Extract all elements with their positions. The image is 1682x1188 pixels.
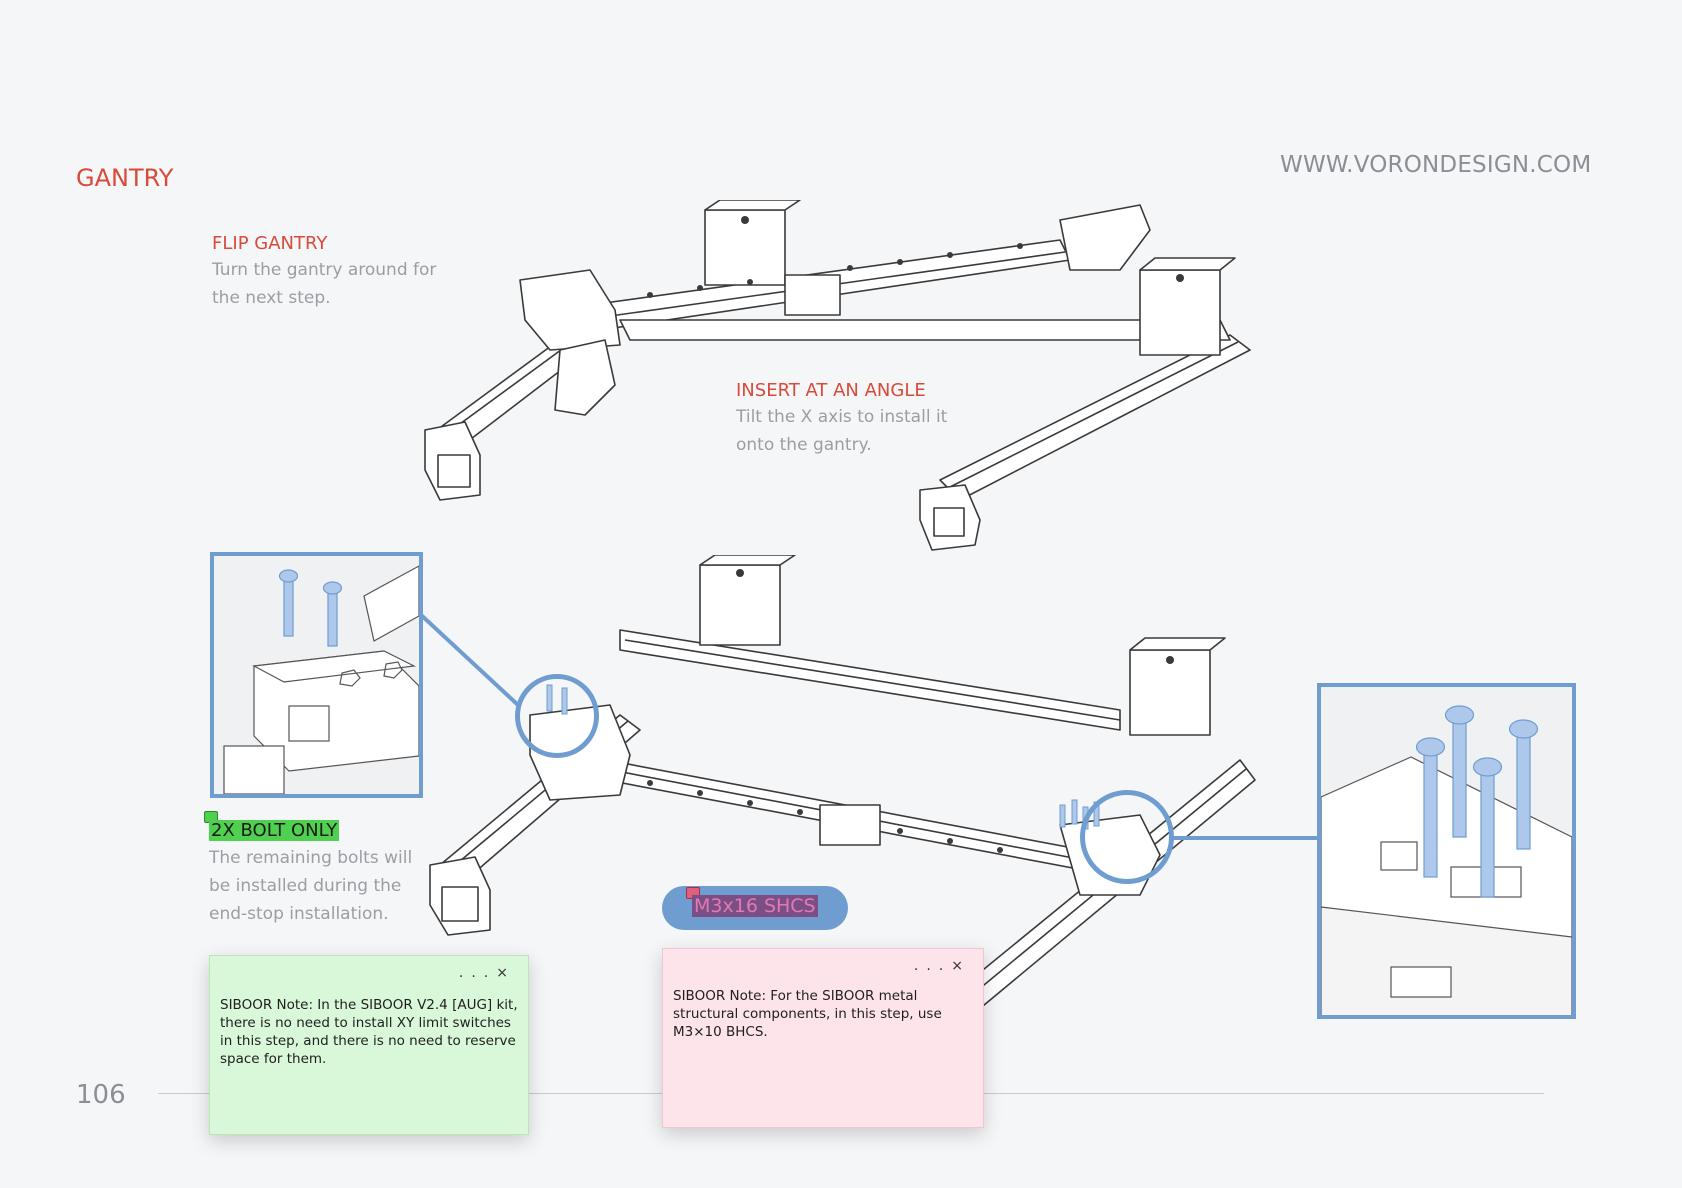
site-url: WWW.VORONDESIGN.COM	[1280, 152, 1592, 178]
step-insert-body: Tilt the X axis to install it onto the g…	[736, 403, 947, 459]
step-flip-line-2: the next step.	[212, 288, 331, 308]
step-bolt-line-2: be installed during the	[209, 876, 402, 896]
note-pink-close-icon[interactable]: ×	[951, 958, 971, 974]
sticky-note-pink[interactable]: ...× SIBOOR Note: For the SIBOOR metal s…	[662, 948, 984, 1128]
step-flip-body: Turn the gantry around for the next step…	[212, 256, 436, 312]
zoom-left-illustration	[223, 565, 419, 794]
step-bolt-line-1: The remaining bolts will	[209, 848, 413, 868]
step-bolt-body: The remaining bolts will be installed du…	[209, 844, 412, 928]
callout-ring-left	[515, 674, 599, 758]
sticky-note-green[interactable]: ...× SIBOOR Note: In the SIBOOR V2.4 [AU…	[209, 955, 529, 1135]
step-insert-line-1: Tilt the X axis to install it	[736, 407, 948, 427]
step-bolt-line-3: end-stop installation.	[209, 904, 389, 924]
page-number: 106	[76, 1080, 126, 1110]
step-flip-heading: FLIP GANTRY	[212, 233, 328, 254]
note-green-controls: ...×	[459, 964, 516, 982]
note-pink-controls: ...×	[914, 957, 971, 975]
section-title: GANTRY	[76, 164, 174, 192]
hardware-label[interactable]: M3x16 SHCS	[692, 895, 818, 917]
step-bolt-heading: 2X BOLT ONLY	[209, 820, 340, 841]
gantry-flipped-illustration	[424, 200, 1251, 551]
step-insert-heading: INSERT AT AN ANGLE	[736, 380, 926, 401]
note-green-menu-icon[interactable]: ...	[458, 965, 497, 981]
step-flip-line-1: Turn the gantry around for	[212, 260, 437, 280]
callout-ring-right	[1080, 790, 1174, 884]
zoom-detail-right	[1317, 683, 1576, 1019]
step-bolt-heading-text[interactable]: 2X BOLT ONLY	[209, 820, 340, 841]
note-pink-menu-icon[interactable]: ...	[913, 958, 952, 974]
note-green-close-icon[interactable]: ×	[496, 965, 516, 981]
note-green-text[interactable]: SIBOOR Note: In the SIBOOR V2.4 [AUG] ki…	[220, 997, 518, 1067]
zoom-detail-left	[210, 552, 423, 798]
note-pink-text[interactable]: SIBOOR Note: For the SIBOOR metal struct…	[673, 988, 942, 1040]
zoom-right-illustration	[1321, 705, 1572, 1015]
step-insert-line-2: onto the gantry.	[736, 435, 872, 455]
